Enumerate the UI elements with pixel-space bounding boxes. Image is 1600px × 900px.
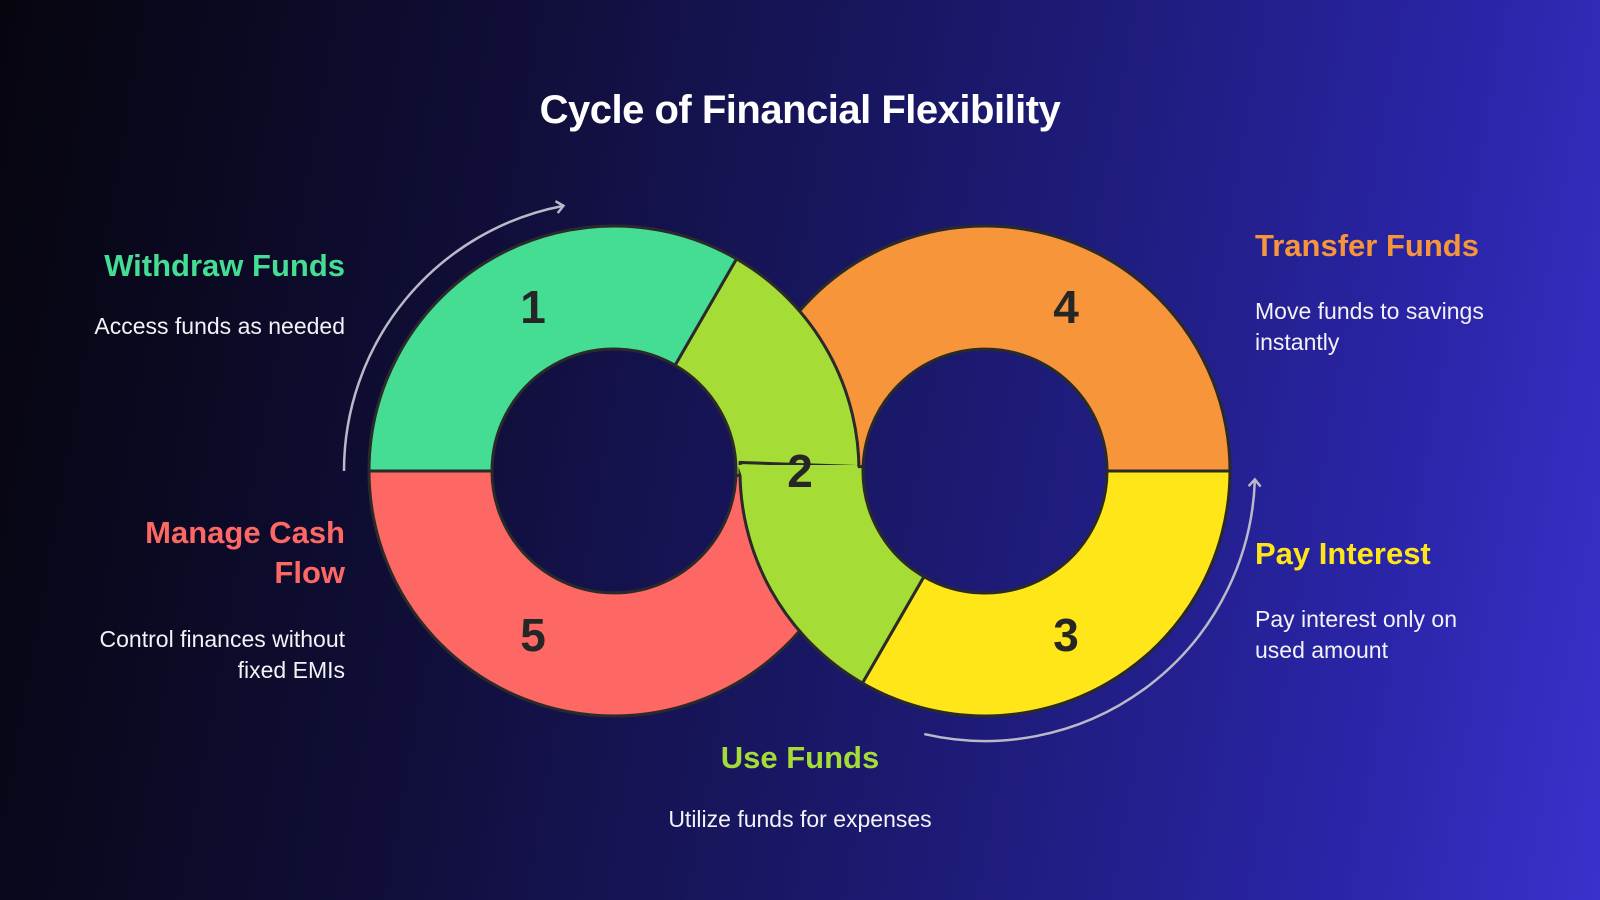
step-3-heading: Pay Interest [1255, 536, 1431, 571]
step-5-heading-line: Manage Cash [145, 515, 345, 550]
step-5-description-line: fixed EMIs [237, 657, 345, 683]
cycle-arrow-right-icon [923, 477, 1262, 743]
segment-pay-interest [860, 469, 1232, 718]
step-3-description-line: used amount [1255, 637, 1388, 663]
step-number-5: 5 [520, 609, 546, 661]
step-4-description-line: Move funds to savings [1255, 298, 1484, 324]
segment-use-funds-lower [738, 460, 927, 686]
step-number-4: 4 [1053, 281, 1079, 333]
step-2-description: Utilize funds for expenses [668, 806, 932, 832]
segment-transfer-funds [738, 224, 1232, 473]
step-5-heading-line: Flow [274, 555, 345, 590]
step-number-2: 2 [787, 445, 813, 497]
segment-withdraw-funds [367, 224, 739, 473]
step-4-description: Move funds to savings instantly [1255, 296, 1484, 358]
step-4-description-line: instantly [1255, 329, 1340, 355]
segment-use-funds-joint [738, 465, 861, 477]
step-4-heading: Transfer Funds [1255, 228, 1479, 263]
step-number-1: 1 [520, 281, 546, 333]
step-2-heading: Use Funds [720, 740, 880, 775]
step-1-heading: Withdraw Funds [104, 248, 345, 283]
step-number-3: 3 [1053, 609, 1079, 661]
segment-manage-cash-flow [367, 469, 861, 718]
step-1-description: Access funds as needed [94, 313, 345, 339]
step-5-description-line: Control finances without [99, 626, 345, 652]
diagram-title: Cycle of Financial Flexibility [539, 88, 1061, 132]
step-3-description: Pay interest only on used amount [1255, 604, 1457, 666]
step-5-description: Control finances without fixed EMIs [100, 624, 345, 686]
step-3-description-line: Pay interest only on [1255, 606, 1458, 632]
step-5-heading: Manage Cash Flow [145, 513, 345, 593]
cycle-arrow-left-icon [342, 200, 566, 472]
